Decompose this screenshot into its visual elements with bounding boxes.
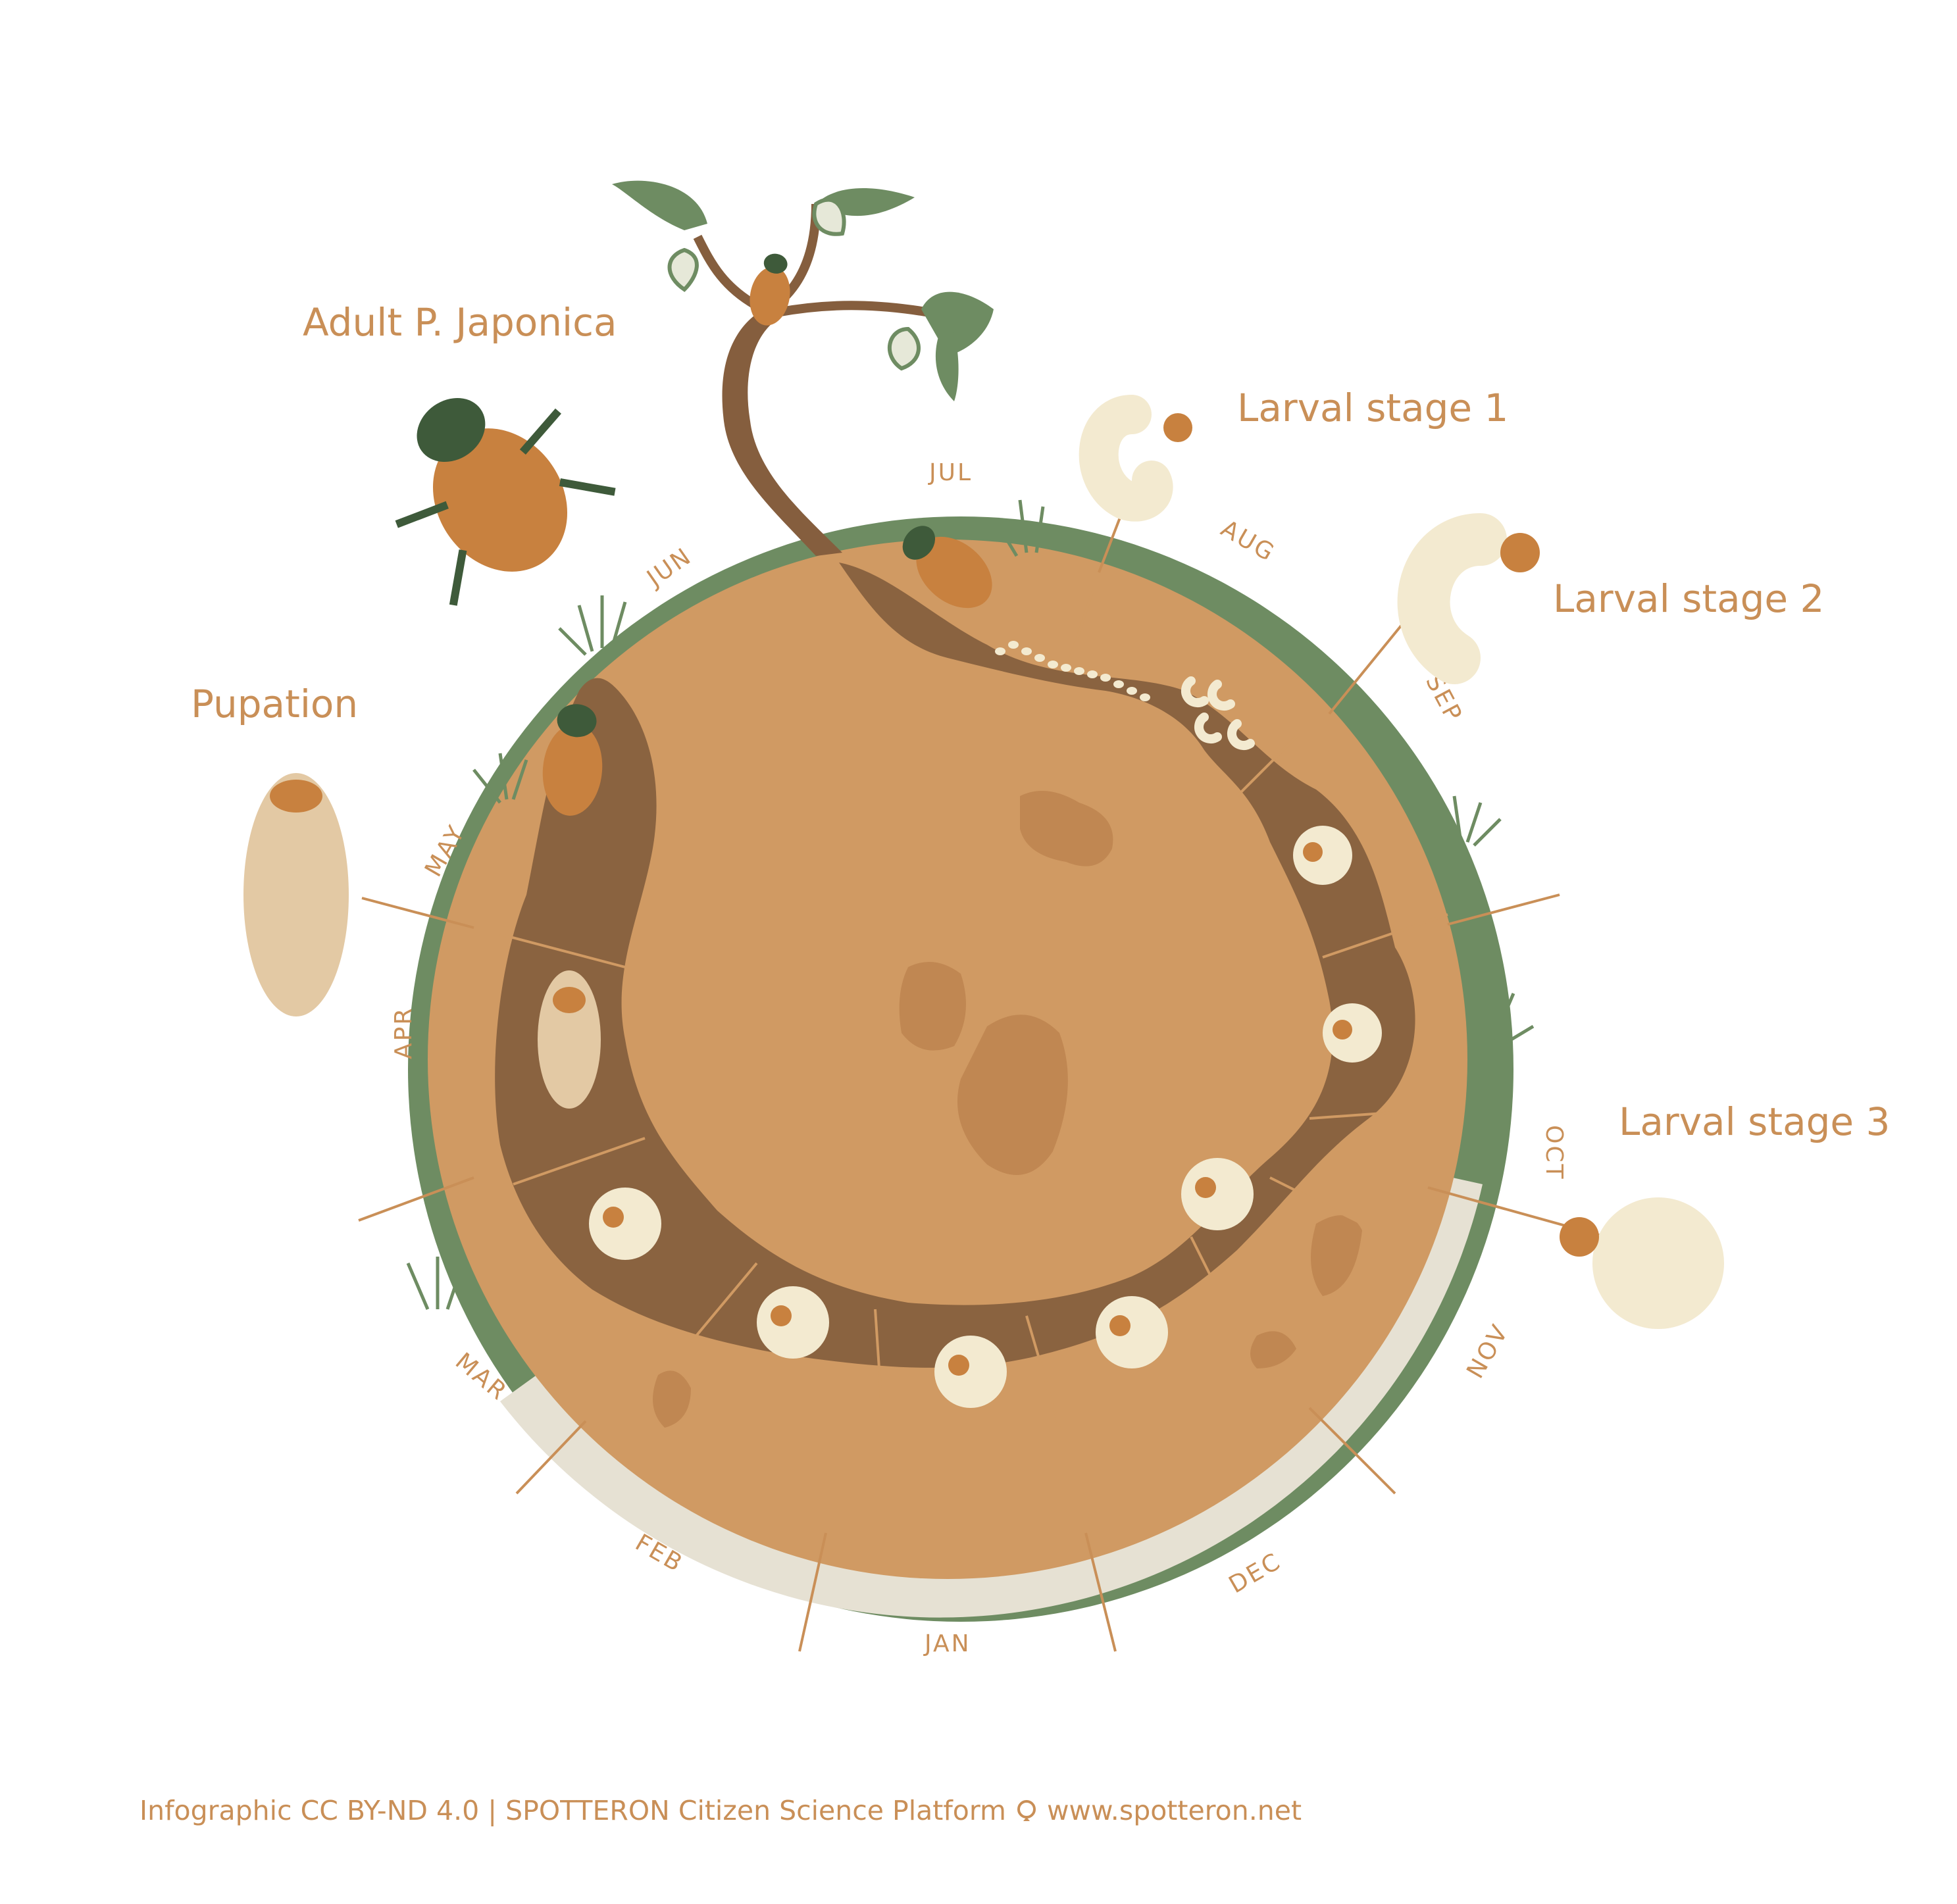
tick <box>1447 893 1560 926</box>
grub <box>1293 826 1352 885</box>
month-oct: OCT <box>1540 1125 1567 1180</box>
label-larval-3: Larval stage 3 <box>1619 1099 1890 1144</box>
month-apr: APR <box>390 1007 417 1059</box>
stage-callouts <box>243 395 1724 1329</box>
beetle-laying-eggs <box>902 526 992 609</box>
divider <box>1190 1236 1238 1330</box>
leaf <box>935 316 959 401</box>
egg <box>1113 680 1124 688</box>
adult-beetle-large <box>395 397 616 606</box>
larva-small <box>1181 676 1209 708</box>
stage-labels: Adult P. Japonica Larval stage 1 Larval … <box>191 300 1890 1144</box>
grub <box>1096 1296 1168 1368</box>
egg <box>1140 693 1150 701</box>
divider <box>499 933 626 968</box>
soil-spots <box>653 791 1362 1428</box>
small-larvae <box>1181 676 1255 751</box>
egg <box>1021 647 1032 655</box>
egg <box>1127 687 1137 695</box>
grass-tufts <box>406 499 1535 1310</box>
soil-spot <box>1311 1215 1362 1296</box>
grass-tuft <box>558 595 627 656</box>
divider <box>1025 1315 1061 1428</box>
grub <box>1181 1158 1254 1230</box>
grub <box>757 1286 829 1359</box>
larva-stage2-illustration <box>1397 513 1540 684</box>
tick <box>798 1532 827 1652</box>
soil-spot <box>899 962 966 1051</box>
tick <box>1328 624 1403 715</box>
soil-spot <box>1250 1331 1296 1368</box>
tunnel-dividers <box>499 591 1448 1428</box>
eaten-leaf <box>812 197 846 236</box>
location-pin-icon <box>1017 1800 1036 1821</box>
tree-branch <box>775 301 949 320</box>
tick <box>1084 1532 1117 1652</box>
pupa-illustration <box>243 773 349 1016</box>
footer-credit: Infographic CC BY-ND 4.0 | SPOTTERON Cit… <box>140 1795 1006 1826</box>
tick <box>358 1176 474 1222</box>
host-plant <box>612 180 994 556</box>
month-dec: DEC <box>1225 1547 1286 1599</box>
divider <box>1322 913 1448 959</box>
larva-small <box>1194 713 1222 744</box>
egg <box>1061 664 1071 672</box>
month-jun: JUN <box>641 542 697 593</box>
soil-spot <box>1020 791 1113 866</box>
divider <box>513 1137 646 1186</box>
label-larval-2: Larval stage 2 <box>1553 576 1824 621</box>
soil-spot <box>653 1370 691 1428</box>
label-adult: Adult P. Japonica <box>303 300 617 345</box>
divider <box>874 1309 883 1409</box>
soil-spot <box>957 1015 1068 1175</box>
beetle-on-tree <box>750 253 790 326</box>
grass-tuft <box>1452 795 1502 847</box>
egg <box>1074 667 1084 675</box>
divider <box>1269 1176 1363 1225</box>
beetle-emerging <box>542 704 603 816</box>
divider <box>1065 591 1094 672</box>
larva-stage3-illustration <box>1560 1197 1724 1329</box>
tree-trunk <box>722 309 842 556</box>
egg <box>1087 670 1098 678</box>
egg-cluster <box>995 641 1150 701</box>
footer-url[interactable]: www.spotteron.net <box>1046 1795 1302 1826</box>
month-jan: JAN <box>923 1630 971 1657</box>
egg <box>1100 674 1111 682</box>
footer: Infographic CC BY-ND 4.0 | SPOTTERON Cit… <box>140 1795 1302 1826</box>
divider <box>690 1262 758 1343</box>
leaf <box>921 291 994 355</box>
egg <box>995 647 1005 655</box>
grub <box>589 1188 661 1260</box>
beetles <box>395 253 992 816</box>
tick <box>515 1420 587 1495</box>
larva-small <box>1207 680 1235 711</box>
label-pupation: Pupation <box>191 682 358 726</box>
grub <box>934 1336 1007 1408</box>
grass-tuft <box>406 1257 463 1310</box>
eaten-leaf <box>667 247 699 292</box>
grub <box>1323 1003 1382 1063</box>
divider <box>1309 1111 1402 1120</box>
divider <box>1236 736 1298 797</box>
grass-tuft <box>995 499 1045 557</box>
grass-tuft <box>1488 987 1535 1048</box>
month-nov: NOV <box>1461 1319 1514 1383</box>
larva-small <box>1227 719 1255 751</box>
egg <box>1034 654 1045 662</box>
label-larval-1: Larval stage 1 <box>1237 386 1508 430</box>
month-aug: AUG <box>1216 515 1280 567</box>
larva-stage1-illustration <box>1079 395 1192 522</box>
leaf <box>612 180 707 230</box>
tick <box>361 897 474 929</box>
pupa-in-tunnel <box>538 970 601 1109</box>
tunnel-grubs <box>538 826 1382 1408</box>
tick <box>1308 1407 1396 1495</box>
grass-tuft <box>472 753 528 804</box>
eaten-leaf <box>888 326 921 371</box>
egg <box>1048 661 1058 668</box>
month-jul: JUL <box>928 459 973 486</box>
egg <box>1008 641 1019 649</box>
